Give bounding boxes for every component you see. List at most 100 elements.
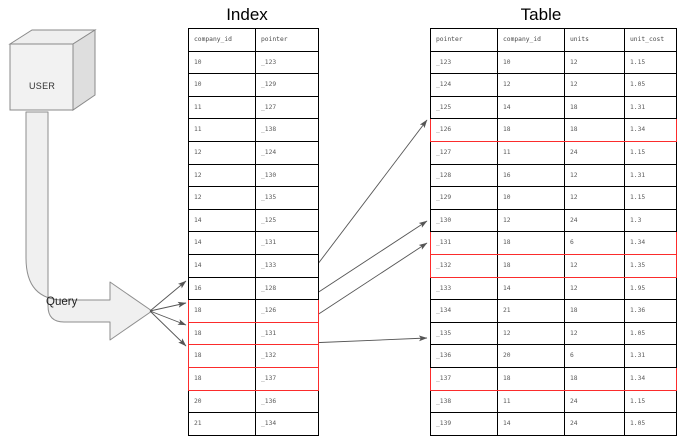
index-table-column-header-company_id: company_id <box>188 28 256 52</box>
index-table-row: 18_126 <box>188 299 319 323</box>
main-table-cell-company_id: 10 <box>497 186 565 210</box>
index-table-cell-company_id: 18 <box>188 299 256 323</box>
main-table-cell-company_id: 18 <box>497 231 565 255</box>
main-table-cell-company_id: 12 <box>497 208 565 233</box>
main-table-cell-pointer: _132 <box>430 253 498 278</box>
main-table-cell-company_id: 12 <box>497 321 565 346</box>
main-table-cell-units: 18 <box>564 366 625 391</box>
main-table-cell-unit_cost: 1.95 <box>624 276 677 301</box>
main-table-cell-company_id: 18 <box>497 366 565 391</box>
main-table-cell-company_id: 18 <box>497 253 565 278</box>
index-table-row: 20_136 <box>188 389 319 414</box>
index-table-cell-company_id: 14 <box>188 253 256 278</box>
index-table-cell-pointer: _135 <box>255 186 319 210</box>
main-table-cell-unit_cost: 1.05 <box>624 321 677 346</box>
main-table-cell-unit_cost: 1.34 <box>624 231 677 255</box>
index-table-cell-company_id: 12 <box>188 163 256 188</box>
main-table-cell-unit_cost: 1.05 <box>624 412 677 436</box>
main-table-cell-company_id: 11 <box>497 140 565 165</box>
index-to-table-connectors <box>307 119 428 344</box>
index-table-cell-pointer: _132 <box>255 344 319 368</box>
index-title: Index <box>226 5 268 24</box>
main-table-cell-units: 18 <box>564 299 625 323</box>
index-table-cell-pointer: _126 <box>255 299 319 323</box>
main-table-cell-unit_cost: 1.36 <box>624 299 677 323</box>
index-table-cell-company_id: 11 <box>188 118 256 142</box>
index-table-row: 11_127 <box>188 95 319 120</box>
index-table-cell-company_id: 10 <box>188 73 256 97</box>
main-table-cell-unit_cost: 1.3 <box>624 208 677 233</box>
main-table-cell-pointer: _139 <box>430 412 498 436</box>
index-table-cell-pointer: _138 <box>255 118 319 142</box>
index-table-row: 14_133 <box>188 253 319 278</box>
main-table-column-header-units: units <box>564 28 625 52</box>
main-table-cell-company_id: 16 <box>497 163 565 188</box>
index-table-column-header-pointer: pointer <box>255 28 319 52</box>
main-table-cell-pointer: _131 <box>430 231 498 255</box>
main-table-cell-pointer: _127 <box>430 140 498 165</box>
main-table-cell-pointer: _128 <box>430 163 498 188</box>
main-table-cell-company_id: 14 <box>497 276 565 301</box>
index-table-row: 16_128 <box>188 276 319 301</box>
index-table-cell-company_id: 21 <box>188 412 256 436</box>
cube-3d-icon <box>8 29 97 111</box>
index-table-cell-pointer: _131 <box>255 321 319 346</box>
main-table-cell-unit_cost: 1.34 <box>624 366 677 391</box>
index-table-cell-company_id: 20 <box>188 389 256 414</box>
main-table-cell-company_id: 12 <box>497 73 565 97</box>
index-table-row: 18_137 <box>188 366 319 391</box>
main-table-cell-pointer: _126 <box>430 118 498 142</box>
index-table-row: 18_132 <box>188 344 319 368</box>
main-table-cell-units: 12 <box>564 50 625 75</box>
main-table-cell-unit_cost: 1.31 <box>624 344 677 368</box>
main-table-cell-pointer: _130 <box>430 208 498 233</box>
index-table-cell-company_id: 12 <box>188 186 256 210</box>
main-table-cell-unit_cost: 1.35 <box>624 253 677 278</box>
index-table-cell-pointer: _124 <box>255 140 319 165</box>
index-table-row: 12_135 <box>188 186 319 210</box>
index-table-row: 12_124 <box>188 140 319 165</box>
main-table-cell-pointer: _125 <box>430 95 498 120</box>
index-table-cell-pointer: _130 <box>255 163 319 188</box>
main-table-cell-units: 18 <box>564 95 625 120</box>
main-table-cell-pointer: _129 <box>430 186 498 210</box>
index-table-cell-company_id: 18 <box>188 366 256 391</box>
main-table-cell-company_id: 21 <box>497 299 565 323</box>
index-table-cell-pointer: _131 <box>255 231 319 255</box>
user-node-label: USER <box>29 81 56 91</box>
main-table-cell-units: 24 <box>564 140 625 165</box>
index-table-row: 14_131 <box>188 231 319 255</box>
main-table-cell-units: 18 <box>564 118 625 142</box>
index-table-row: 14_125 <box>188 208 319 233</box>
main-table-cell-units: 24 <box>564 208 625 233</box>
index-table-row: 12_130 <box>188 163 319 188</box>
index-table-cell-company_id: 14 <box>188 208 256 233</box>
main-table-cell-pointer: _136 <box>430 344 498 368</box>
main-table-cell-units: 12 <box>564 163 625 188</box>
index-table-row: 18_131 <box>188 321 319 346</box>
main-table-cell-units: 6 <box>564 231 625 255</box>
index-table-cell-pointer: _128 <box>255 276 319 301</box>
index-table-cell-pointer: _129 <box>255 73 319 97</box>
main-table-cell-unit_cost: 1.15 <box>624 389 677 414</box>
main-table-cell-units: 24 <box>564 412 625 436</box>
main-table-cell-pointer: _135 <box>430 321 498 346</box>
index-table-cell-pointer: _123 <box>255 50 319 75</box>
